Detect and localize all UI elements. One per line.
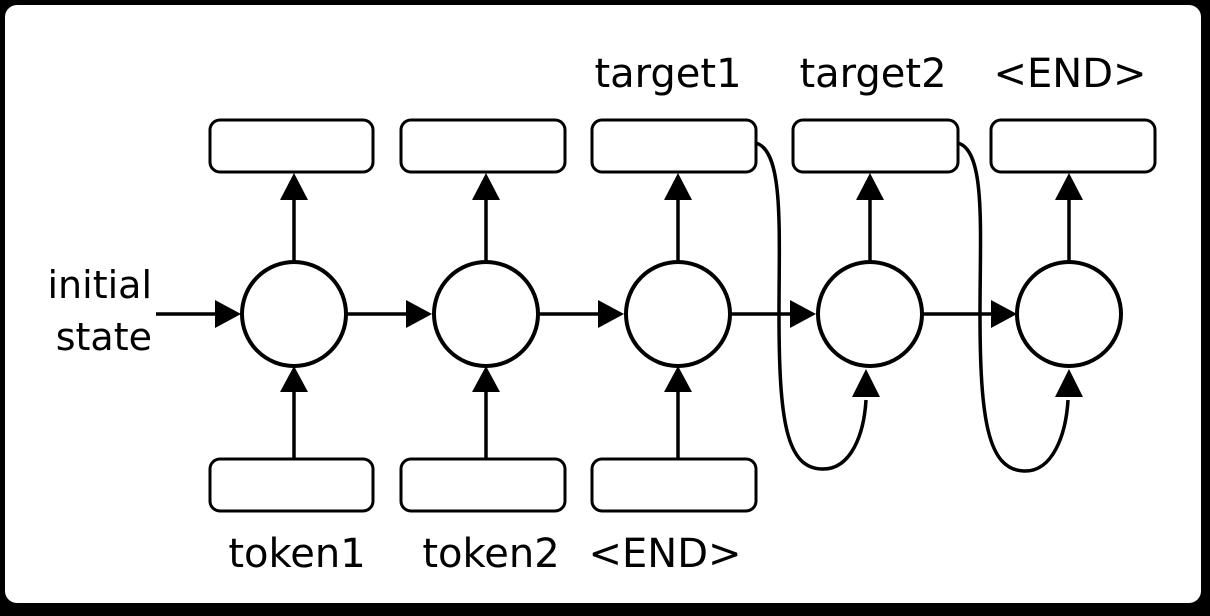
output-box-3 (590, 118, 758, 174)
output-box-1 (208, 118, 375, 174)
label-token2: token2 (422, 531, 560, 577)
rnn-cell-2 (432, 260, 540, 368)
feedback-arrowhead-cell5 (1055, 369, 1083, 397)
arrow-cell1-output1-head (280, 173, 308, 200)
arrow-cell1-cell2-head (406, 300, 432, 328)
arrow-input2-cell2-head (472, 366, 500, 392)
label-target1: target1 (594, 51, 742, 97)
rnn-cell-5 (1015, 260, 1123, 368)
input-box-3 (590, 457, 758, 513)
feedback-curve-output4-cell5 (957, 141, 1070, 473)
arrow-cell4-output4-head (856, 173, 884, 200)
label-target2: target2 (799, 51, 947, 97)
arrow-input1-cell1-head (280, 366, 308, 392)
feedback-curve-output3-cell4 (755, 141, 868, 471)
label-initial-state-line2: state (55, 315, 152, 359)
label-initial-state: initial state (0, 259, 153, 363)
label-end-output: <END> (993, 51, 1147, 97)
rnn-cell-3 (624, 260, 732, 368)
output-box-5 (989, 118, 1157, 174)
label-end-input: <END> (588, 531, 742, 577)
rnn-cell-1 (240, 260, 348, 368)
output-box-2 (399, 118, 567, 174)
arrow-cell3-cell4-head (790, 300, 816, 328)
arrow-cell2-output2-head (472, 173, 500, 200)
input-box-2 (399, 457, 567, 513)
arrow-initial-state-head (215, 300, 241, 328)
feedback-arrowhead-cell4 (852, 369, 880, 397)
output-box-4 (791, 118, 960, 174)
arrow-cell2-cell3-head (598, 300, 624, 328)
label-token1: token1 (228, 531, 366, 577)
rnn-cell-4 (816, 260, 924, 368)
input-box-1 (208, 457, 375, 513)
arrow-cell4-cell5-head (991, 300, 1017, 328)
arrow-input3-cell3-head (664, 366, 692, 392)
label-initial-state-line1: initial (47, 263, 153, 307)
arrow-cell5-output5-head (1055, 173, 1083, 200)
arrow-cell3-output3-head (664, 173, 692, 200)
